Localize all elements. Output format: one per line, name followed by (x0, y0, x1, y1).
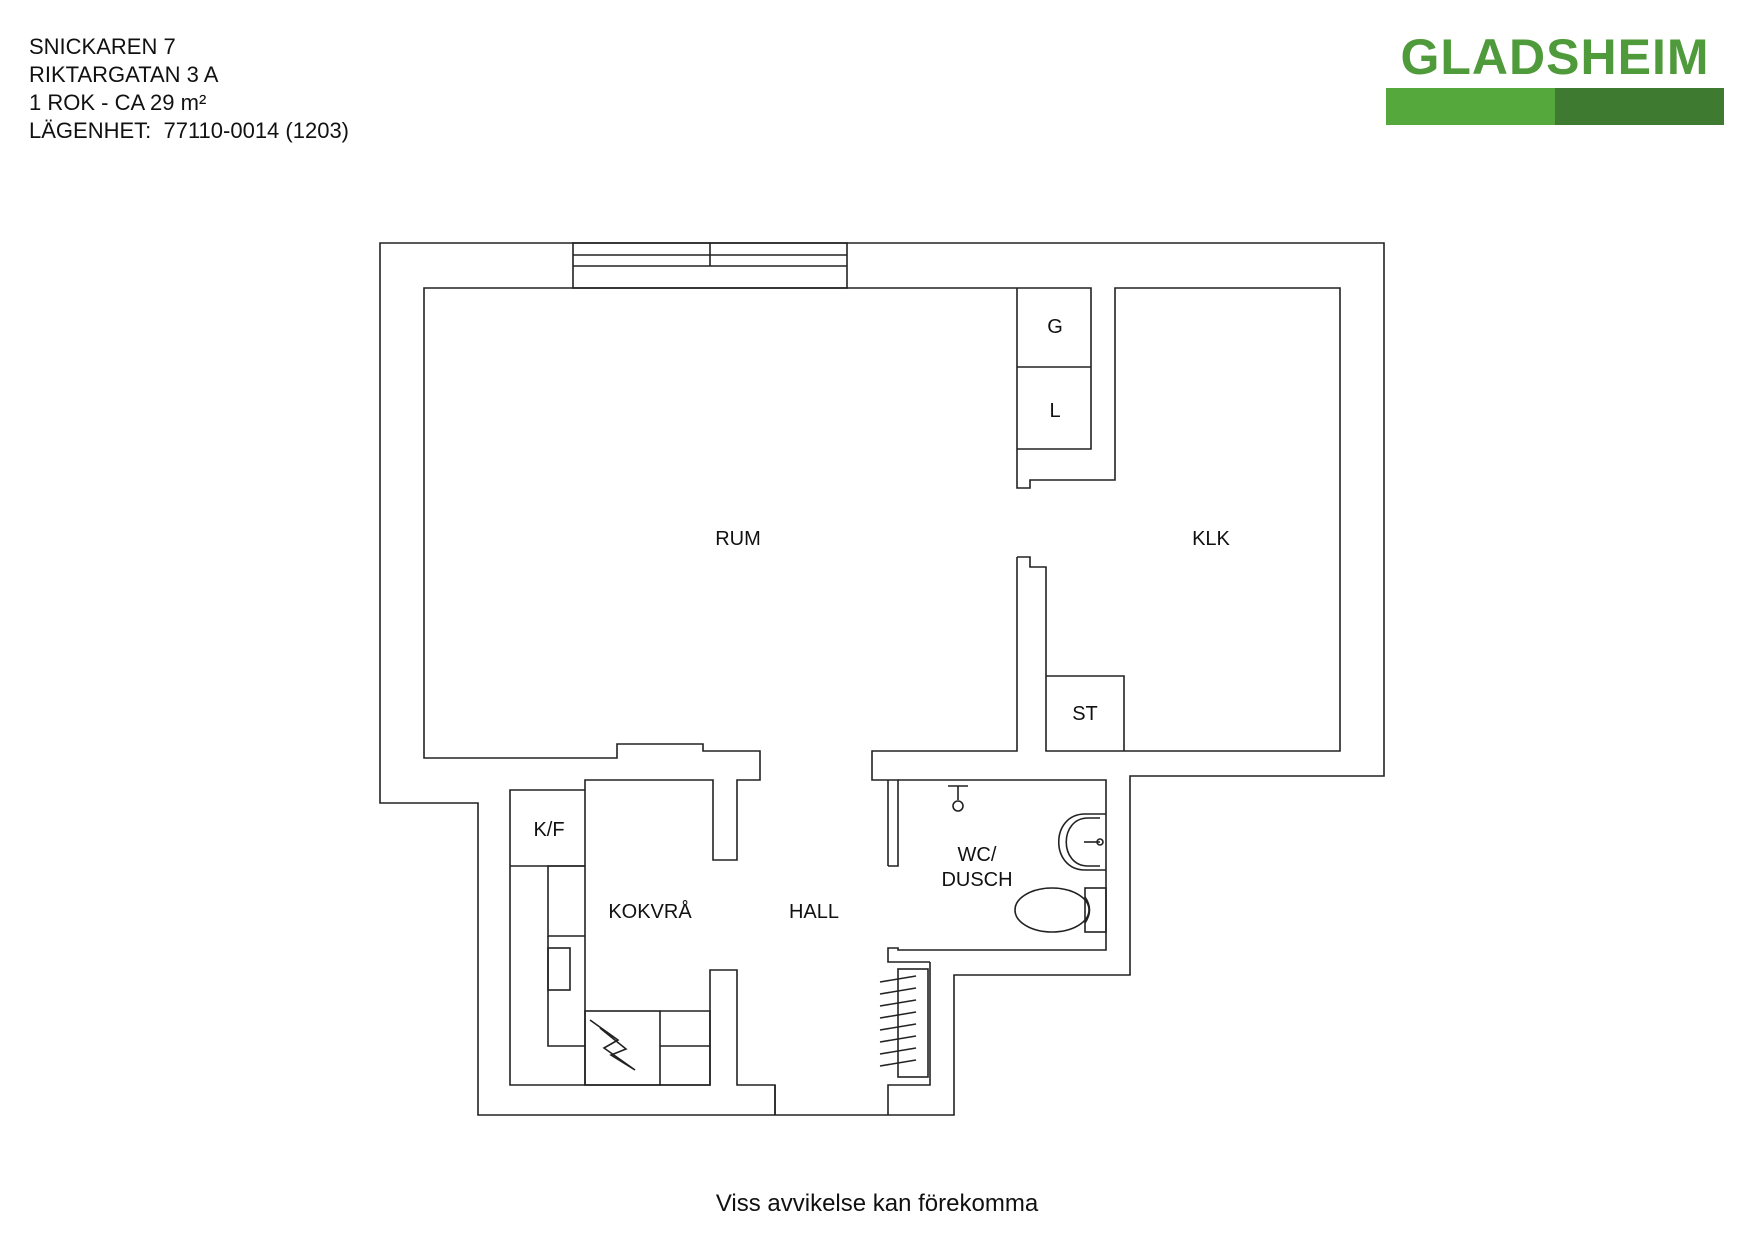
bathroom-wall (887, 779, 1107, 963)
rum-klk-wall (871, 557, 1018, 867)
kitchen-wall (509, 789, 776, 1115)
window (572, 242, 848, 289)
property-name: SNICKAREN 7 (29, 34, 176, 59)
disclaimer: Viss avvikelse kan förekomma (715, 1190, 1039, 1217)
logo-bar-light (1386, 88, 1555, 125)
apartment-size: 1 ROK - CA 29 m² (29, 90, 207, 115)
room-label-l: L (1049, 400, 1060, 422)
wardrobe (879, 968, 929, 1078)
shower-head (948, 785, 968, 812)
room-label-dusch: DUSCH (941, 869, 1012, 891)
room-label-g: G (1047, 316, 1063, 338)
hall-right-wall (887, 962, 931, 1115)
street-address: RIKTARGATAN 3 A (29, 62, 219, 87)
outer-wall (379, 242, 1385, 1116)
cabinet-row (660, 1010, 711, 1086)
room-label-klk: KLK (1192, 528, 1230, 550)
toilet (1014, 887, 1107, 933)
room-label-wc: WC/ (958, 844, 997, 866)
logo-wordmark: GLADSHEIM (1400, 29, 1710, 85)
klk-divider (1017, 556, 1124, 752)
closet-g-l (1016, 287, 1341, 752)
apartment-number: LÄGENHET: 77110-0014 (1203) (29, 118, 349, 143)
room-label-st: ST (1072, 703, 1098, 725)
property-info: SNICKAREN 7 RIKTARGATAN 3 A 1 ROK - CA 2… (29, 33, 349, 145)
sink (1057, 813, 1106, 871)
room-label-kf: K/F (533, 819, 564, 841)
room-label-rum: RUM (715, 528, 761, 550)
logo-bar (1386, 88, 1724, 125)
stove (584, 1010, 661, 1086)
room-label-kokvra: KOKVRÅ (608, 900, 692, 923)
rum-wall (423, 287, 1017, 861)
room-label-hall: HALL (789, 901, 839, 923)
closet-st (1046, 675, 1125, 751)
kitchen-counter (547, 865, 585, 1047)
gladsheim-logo: GLADSHEIM (1386, 28, 1724, 125)
logo-bar-dark (1555, 88, 1724, 125)
